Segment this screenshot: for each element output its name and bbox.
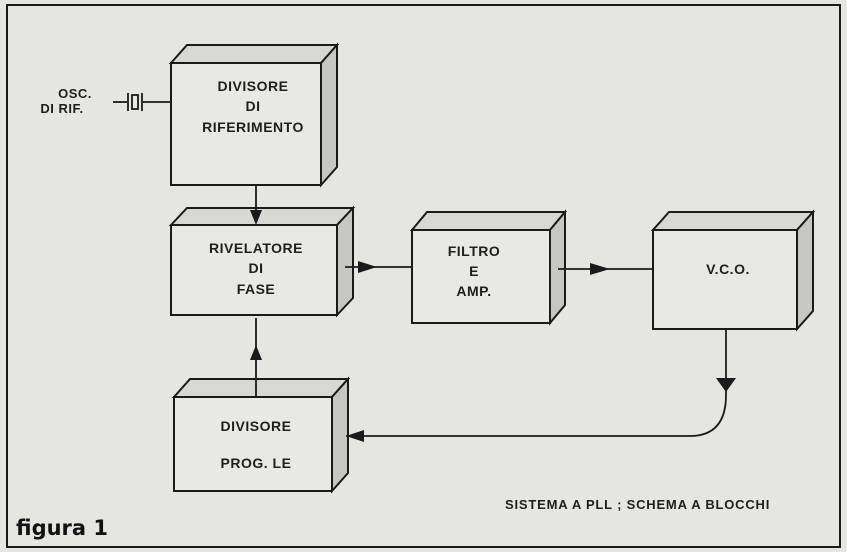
block-label-line: FILTRO	[448, 243, 501, 259]
connection-filter-to-vco	[558, 263, 653, 275]
oscillator-label-line: OSC.	[58, 86, 92, 101]
block-reference-divider: DIVISORE DI RIFERIMENTO	[168, 42, 340, 188]
block-label-line: E	[469, 263, 479, 279]
block-programmable-divider: DIVISORE PROG. LE	[171, 376, 351, 494]
oscillator-label-line: DI RIF.	[40, 101, 83, 116]
block-label-line: V.C.O.	[706, 261, 750, 277]
crystal-icon	[113, 93, 171, 111]
block-label-line: PROG. LE	[221, 455, 292, 471]
block-label-line: DIVISORE	[221, 418, 292, 434]
block-phase-detector: RIVELATORE DI FASE	[168, 205, 356, 318]
connection-progdiv-to-phase	[250, 318, 262, 397]
block-label-line: DI	[246, 98, 261, 114]
page-frame	[6, 4, 841, 548]
block-vco: V.C.O.	[650, 209, 816, 332]
reference-oscillator: OSC. DI RIF.	[40, 86, 171, 116]
block-label-line: FASE	[237, 281, 276, 297]
diagram-caption: SISTEMA A PLL ; SCHEMA A BLOCCHI	[505, 497, 770, 512]
block-label-line: DI	[249, 260, 264, 276]
connection-phase-to-filter	[345, 261, 412, 273]
connection-vco-to-progdiv	[346, 329, 736, 442]
block-filter-amplifier: FILTRO E AMP.	[409, 209, 568, 326]
block-label-line: RIFERIMENTO	[202, 119, 304, 135]
block-label-line: RIVELATORE	[209, 240, 303, 256]
connection-ref-to-phase	[250, 185, 262, 225]
block-label-line: AMP.	[456, 283, 491, 299]
block-label-line: DIVISORE	[218, 78, 289, 94]
figure-label: figura 1	[16, 516, 108, 540]
